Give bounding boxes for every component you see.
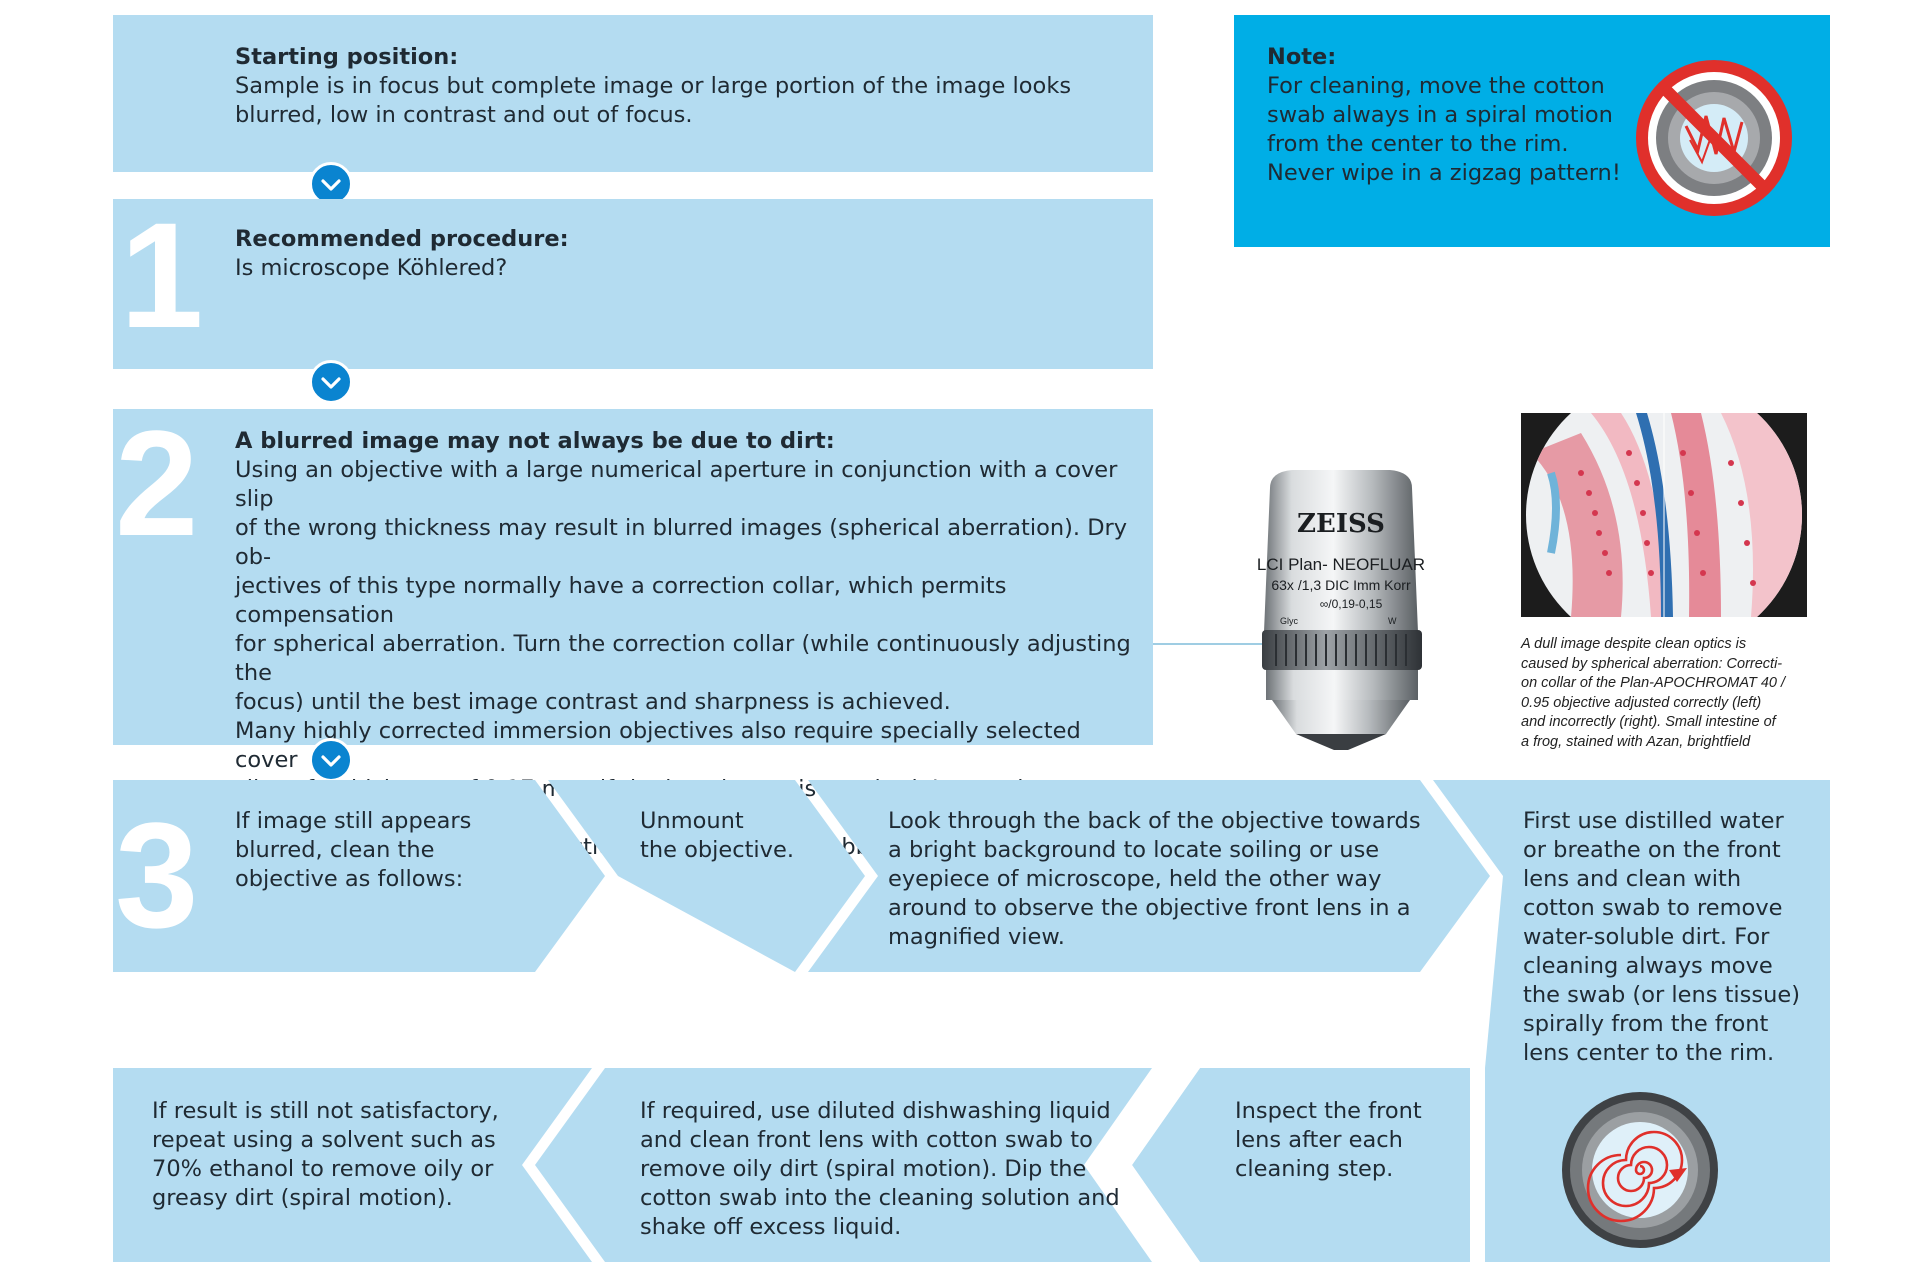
step-2-number: 2 [115,408,198,558]
step-3-text-7: If result is still not satisfactory, rep… [152,1097,572,1213]
starting-position-body: Sample is in focus but complete image or… [235,72,1135,130]
step-1-heading: Recommended procedure: [235,225,1135,254]
step-3-number: 3 [115,800,198,950]
chevron-down-icon [309,738,353,782]
objective-brand: ZEISS [1297,509,1385,539]
objective-mark-right: W [1388,616,1397,626]
step-1-text: Recommended procedure: Is microscope Köh… [235,225,1135,283]
step-3-text-1: If image still appears blurred, clean th… [235,807,535,894]
spiral-cleaning-icon [1555,1090,1725,1250]
note-body: For cleaning, move the cotton swab alway… [1267,72,1627,188]
step-3-text-2: Unmount the objective. [640,807,840,865]
note-text: Note: For cleaning, move the cotton swab… [1267,43,1627,188]
step-1-number: 1 [120,200,203,350]
micrograph-caption: A dull image despite clean optics is cau… [1521,635,1821,752]
objective-lens-image: ZEISS LCI Plan- NEOFLUAR 63x /1,3 DIC Im… [1236,462,1446,752]
starting-position-heading: Starting position: [235,43,1135,72]
micrograph-image [1521,413,1807,617]
step-1-body: Is microscope Köhlered? [235,254,1135,283]
step-3-text-3: Look through the back of the objective t… [888,807,1428,952]
step-3-text-5: Inspect the front lens after each cleani… [1235,1097,1465,1184]
objective-mark-left: Glyc [1280,616,1299,626]
step-2-heading: A blurred image may not always be due to… [235,427,1145,456]
objective-line-2: 63x /1,3 DIC Imm Korr [1271,577,1411,593]
chevron-down-icon [309,360,353,404]
note-heading: Note: [1267,43,1627,72]
step-3-text-4: First use distilled water or breathe on … [1523,807,1823,1068]
step-3-text-6: If required, use diluted dishwashing liq… [640,1097,1120,1242]
objective-line-1: LCI Plan- NEOFLUAR [1257,555,1425,574]
objective-line-3: ∞/0,19-0,15 [1320,597,1383,611]
starting-position-text: Starting position: Sample is in focus bu… [235,43,1135,130]
no-zigzag-icon [1628,52,1800,224]
